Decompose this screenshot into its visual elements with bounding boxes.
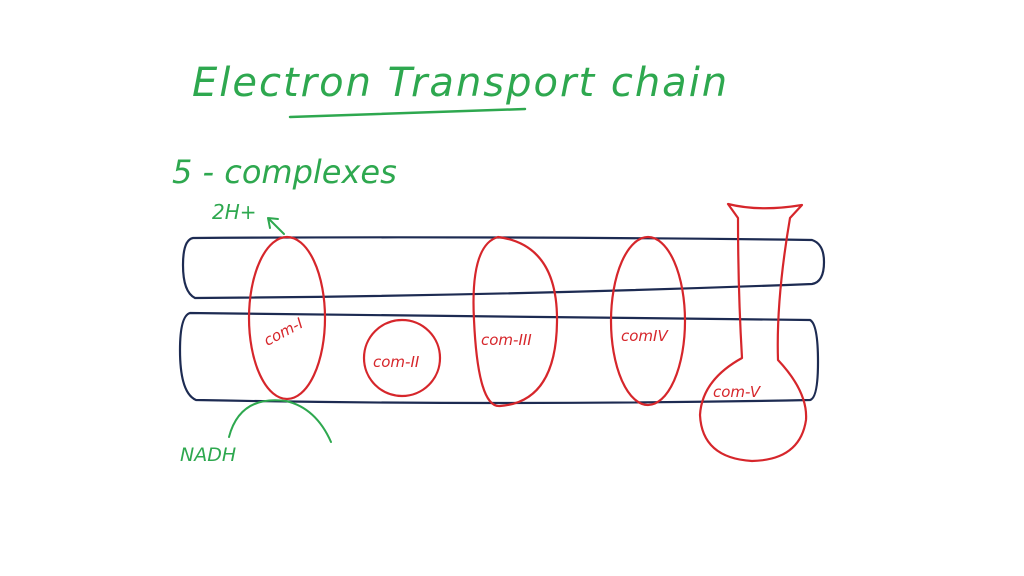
complex-v-shape xyxy=(698,202,808,463)
membrane-inner xyxy=(178,311,820,405)
complex-ii-label: com-II xyxy=(373,353,420,371)
complex-i-label: com-I xyxy=(261,314,307,350)
nadh-arc xyxy=(228,399,332,443)
complex-v-label: com-V xyxy=(713,383,762,401)
subtitle: 5 - complexes xyxy=(172,153,397,191)
proton-arrow-icon xyxy=(267,217,285,235)
nadh-label: NADH xyxy=(180,444,236,466)
membrane-outer xyxy=(181,236,826,300)
complex-iv-shape xyxy=(609,235,687,407)
complex-ii-shape xyxy=(362,318,442,398)
complex-iii-shape xyxy=(472,235,559,408)
complex-iii-label: com-III xyxy=(481,331,532,349)
complex-iv-label: comIV xyxy=(621,327,669,345)
title-underline xyxy=(288,107,527,119)
proton-label: 2H+ xyxy=(212,200,257,224)
diagram-title: Electron Transport chain xyxy=(192,60,729,106)
complex-i-shape xyxy=(247,235,327,401)
